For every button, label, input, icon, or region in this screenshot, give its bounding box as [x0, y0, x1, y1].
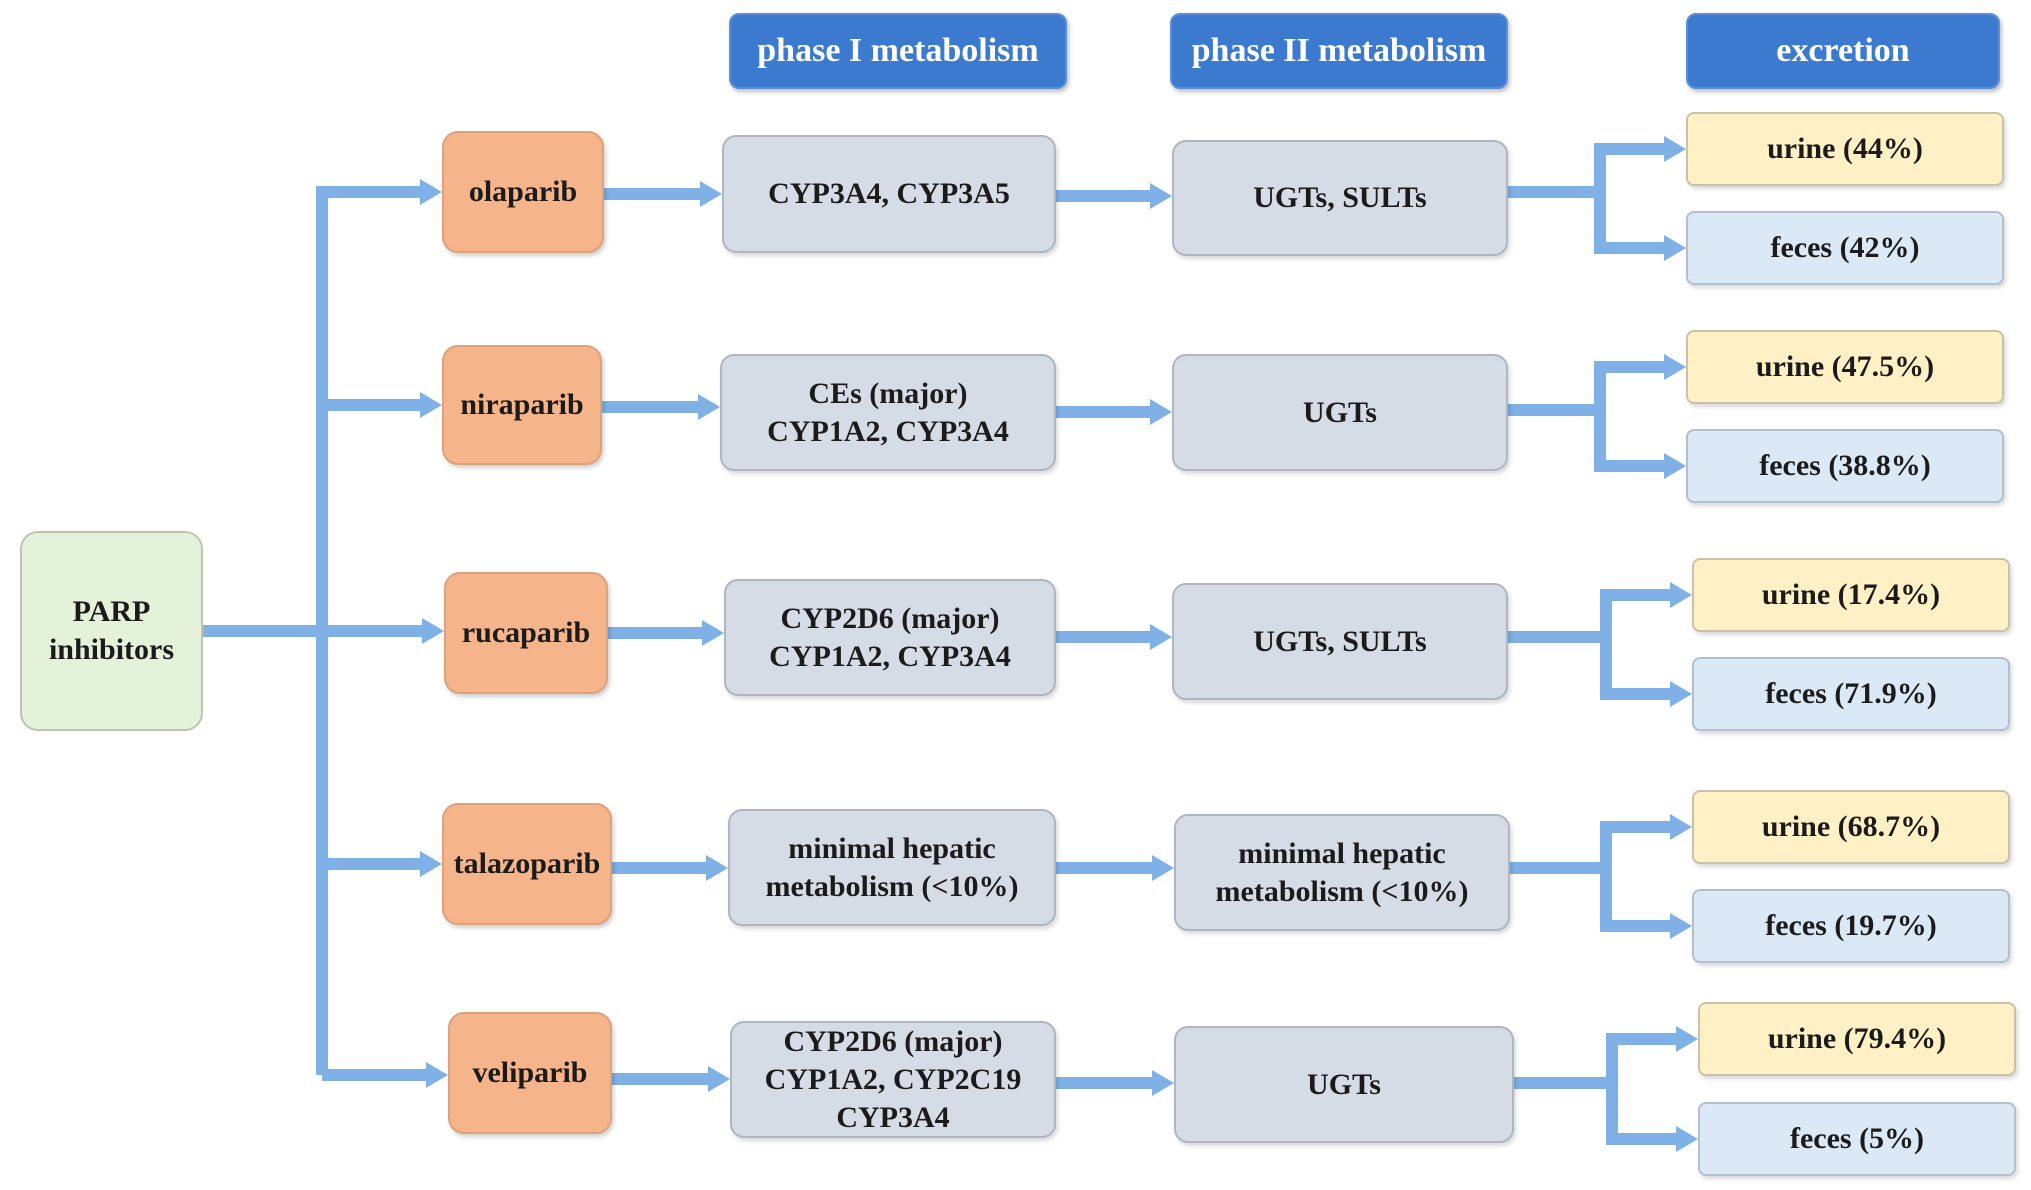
feces-niraparib: feces (38.8%) — [1686, 429, 2004, 503]
phase1-niraparib: CEs (major) CYP1A2, CYP3A4 — [720, 354, 1056, 471]
urine-label: urine (79.4%) — [1767, 1022, 1947, 1055]
header-excretion-label: excretion — [1776, 32, 1910, 69]
phase2-line: UGTs — [1307, 1067, 1381, 1101]
urine-niraparib: urine (47.5%) — [1686, 330, 2004, 404]
phase1-line: CYP2D6 (major) — [783, 1024, 1003, 1058]
phase2-line: UGTs — [1303, 395, 1377, 429]
drug-name: rucaparib — [461, 616, 591, 649]
phase2-line: minimal hepatic — [1238, 836, 1446, 870]
row2-to-urine-head — [1664, 354, 1686, 380]
row2-to-feces-head — [1664, 453, 1686, 479]
phase1-talazoparib: minimal hepatic metabolism (<10%) — [728, 809, 1056, 926]
header-phase1-label: phase I metabolism — [757, 32, 1039, 69]
row5-to-feces-head — [1676, 1126, 1698, 1152]
urine-veliparib: urine (79.4%) — [1698, 1002, 2016, 1076]
phase2-line: metabolism (<10%) — [1215, 874, 1469, 908]
drug-name: niraparib — [460, 388, 584, 421]
phase2-olaparib: UGTs, SULTs — [1172, 140, 1508, 256]
row2-to-drug-head — [420, 392, 442, 418]
phase2-line: UGTs, SULTs — [1253, 181, 1427, 214]
feces-label: feces (5%) — [1789, 1122, 1925, 1155]
row1-to-feces-head — [1664, 235, 1686, 261]
drug-name: olaparib — [468, 175, 578, 208]
row3-to-drug-head — [422, 618, 444, 644]
header-excretion: excretion — [1686, 13, 2000, 89]
phase1-line: metabolism (<10%) — [765, 869, 1019, 903]
phase2-rucaparib: UGTs, SULTs — [1172, 583, 1508, 700]
row2-drug-to-phase1-head — [698, 394, 720, 420]
row1-drug-to-phase1-head — [700, 181, 722, 207]
urine-label: urine (17.4%) — [1761, 578, 1941, 611]
feces-label: feces (19.7%) — [1765, 909, 1937, 942]
phase1-veliparib: CYP2D6 (major) CYP1A2, CYP2C19 CYP3A4 — [730, 1021, 1056, 1138]
row5-phase1-to-phase2-head — [1152, 1070, 1174, 1096]
row3-drug-to-phase1-head — [702, 620, 724, 646]
phase1-line: minimal hepatic — [788, 831, 996, 865]
feces-rucaparib: feces (71.9%) — [1692, 657, 2010, 731]
phase2-talazoparib: minimal hepatic metabolism (<10%) — [1174, 814, 1510, 931]
drug-name: talazoparib — [453, 847, 601, 880]
row2-phase1-to-phase2-head — [1150, 399, 1172, 425]
row3-phase1-to-phase2-head — [1150, 624, 1172, 650]
root-parp-inhibitors: PARP inhibitors — [20, 531, 203, 731]
row4-to-urine-head — [1670, 814, 1692, 840]
drug-niraparib: niraparib — [442, 345, 602, 465]
phase1-line: CYP3A4 — [836, 1100, 950, 1134]
row3-to-urine-head — [1670, 582, 1692, 608]
feces-label: feces (38.8%) — [1759, 449, 1931, 482]
urine-label: urine (68.7%) — [1761, 810, 1941, 843]
phase1-rucaparib: CYP2D6 (major) CYP1A2, CYP3A4 — [724, 579, 1056, 696]
feces-olaparib: feces (42%) — [1686, 211, 2004, 285]
phase1-line: CYP3A4, CYP3A5 — [768, 177, 1010, 210]
feces-talazoparib: feces (19.7%) — [1692, 889, 2010, 963]
row4-phase1-to-phase2-head — [1152, 855, 1174, 881]
drug-olaparib: olaparib — [442, 131, 604, 253]
root-label-line2: inhibitors — [48, 633, 175, 666]
row1-to-drug-head — [420, 179, 442, 205]
feces-veliparib: feces (5%) — [1698, 1102, 2016, 1176]
row4-to-feces-head — [1670, 913, 1692, 939]
phase1-olaparib: CYP3A4, CYP3A5 — [722, 135, 1056, 253]
feces-label: feces (71.9%) — [1765, 677, 1937, 710]
feces-label: feces (42%) — [1770, 231, 1920, 264]
urine-olaparib: urine (44%) — [1686, 112, 2004, 186]
phase2-niraparib: UGTs — [1172, 354, 1508, 471]
row5-to-urine-head — [1676, 1026, 1698, 1052]
row4-to-drug-head — [420, 851, 442, 877]
row5-to-drug-head — [426, 1062, 448, 1088]
phase2-veliparib: UGTs — [1174, 1026, 1514, 1143]
header-phase2-label: phase II metabolism — [1191, 32, 1487, 69]
drug-veliparib: veliparib — [448, 1012, 612, 1134]
phase2-line: UGTs, SULTs — [1253, 624, 1427, 658]
row5-drug-to-phase1-head — [708, 1066, 730, 1092]
urine-label: urine (47.5%) — [1755, 350, 1935, 383]
drug-name: veliparib — [472, 1056, 588, 1089]
row4-drug-to-phase1-head — [706, 855, 728, 881]
row1-to-urine-head — [1664, 136, 1686, 162]
urine-label: urine (44%) — [1767, 132, 1923, 165]
header-phase1: phase I metabolism — [729, 13, 1067, 89]
header-phase2: phase II metabolism — [1170, 13, 1508, 89]
root-label-line1: PARP — [72, 595, 151, 628]
phase1-line: CYP1A2, CYP3A4 — [769, 639, 1011, 673]
drug-rucaparib: rucaparib — [444, 572, 608, 694]
row1-phase1-to-phase2-head — [1150, 183, 1172, 209]
drug-talazoparib: talazoparib — [442, 803, 612, 925]
urine-talazoparib: urine (68.7%) — [1692, 790, 2010, 864]
phase1-line: CYP1A2, CYP3A4 — [767, 414, 1009, 448]
row3-to-feces-head — [1670, 681, 1692, 707]
phase1-line: CYP2D6 (major) — [780, 601, 1000, 635]
urine-rucaparib: urine (17.4%) — [1692, 558, 2010, 632]
phase1-line: CEs (major) — [808, 376, 968, 410]
phase1-line: CYP1A2, CYP2C19 — [764, 1062, 1022, 1096]
